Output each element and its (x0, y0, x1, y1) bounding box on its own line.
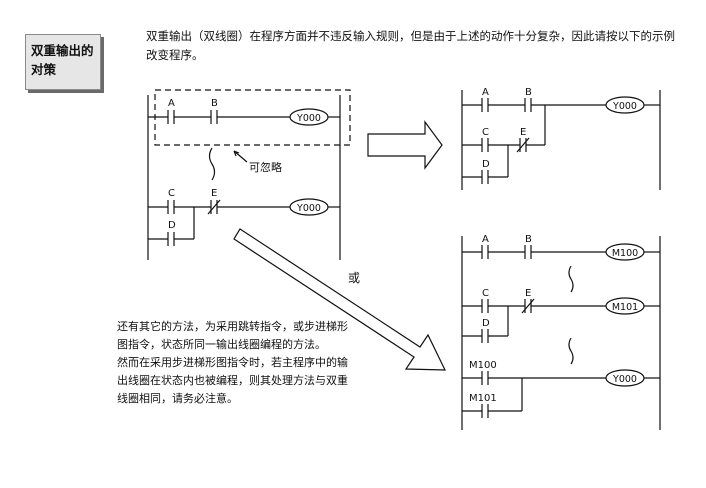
result1-contact-a: A (482, 87, 489, 98)
wavy-marker-2 (568, 337, 574, 365)
result2-contact-c: C (482, 288, 489, 299)
dashed-highlight-box (154, 89, 351, 146)
contact-label-d: D (168, 220, 176, 231)
result1-contact-c: C (482, 127, 489, 138)
note-paragraph-1: 还有其它的方法，为采用跳转指令，或步进梯形图指令，状态所同一输出线圈编程的方法。 (117, 320, 348, 351)
coil-label-y000-first: Y000 (296, 113, 321, 124)
contact-label-e: E (211, 188, 217, 199)
contact-label-b: B (211, 98, 218, 109)
result2-contact-e: E (525, 288, 531, 299)
intro-paragraph: 双重输出（双线圈）在程序方面并不违反输入规则，但是由于上述的动作十分复杂，因此请… (146, 29, 675, 62)
wavy-marker (208, 147, 216, 181)
ignore-arrow (233, 150, 248, 163)
result1-coil-y000: Y000 (612, 101, 637, 112)
rung-a-b-y000 (148, 108, 340, 126)
result2-contact-d: D (482, 318, 490, 329)
note-paragraph-2: 然而在采用步进梯形图指令时，若主程序中的输出线圈在状态内也被编程，则其处理方法与… (117, 356, 348, 405)
result2-coil-y000: Y000 (612, 374, 637, 385)
result2-contact-m100: M100 (469, 360, 497, 371)
contact-label-c: C (168, 188, 175, 199)
section-label: 双重输出的对策 (25, 34, 101, 90)
result2-coil-m100: M100 (612, 248, 638, 259)
result1-contact-d: D (482, 159, 490, 170)
rung-c-e-y000 (148, 198, 340, 246)
ignorable-annotation: 可忽略 (249, 160, 282, 174)
note-paragraph: 还有其它的方法，为采用跳转指令，或步进梯形图指令，状态所同一输出线圈编程的方法。… (117, 318, 353, 408)
contact-label-a: A (168, 98, 175, 109)
result1-contact-b: B (525, 87, 532, 98)
result2-contact-m101: M101 (469, 393, 497, 404)
result-program-1 (461, 90, 661, 190)
result2-contact-b: B (525, 234, 532, 245)
wavy-marker-1 (568, 265, 574, 293)
result1-contact-e: E (520, 127, 526, 138)
original-program (147, 89, 351, 260)
coil-label-y000-second: Y000 (296, 203, 321, 214)
arrow-right-icon (367, 120, 443, 170)
result2-coil-m101: M101 (612, 302, 638, 313)
section-label-text: 双重输出的对策 (31, 43, 94, 77)
result2-contact-a: A (482, 234, 489, 245)
or-annotation: 或 (348, 271, 360, 285)
arrow-diagonal-icon (233, 228, 446, 371)
result-program-2 (461, 236, 661, 430)
